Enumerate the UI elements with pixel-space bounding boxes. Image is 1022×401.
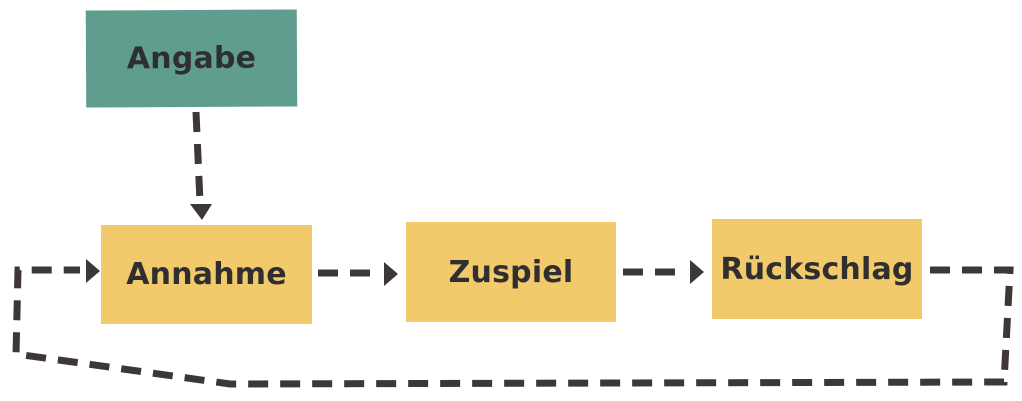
node-angabe: Angabe [85, 9, 298, 108]
arrowhead-annahme-top [190, 204, 212, 220]
node-label-annahme: Annahme [126, 257, 287, 292]
node-zuspiel: Zuspiel [406, 222, 616, 322]
node-annahme: Annahme [101, 225, 312, 324]
node-label-zuspiel: Zuspiel [448, 254, 574, 290]
arrowhead-annahme-left [86, 259, 100, 283]
node-label-angabe: Angabe [126, 40, 257, 77]
connector-loop-back [12, 266, 1014, 388]
node-rueckschlag: Rückschlag [712, 219, 922, 319]
arrowhead-zuspiel [384, 262, 398, 286]
arrowhead-rueckschlag [690, 260, 704, 284]
node-label-rueckschlag: Rückschlag [720, 251, 914, 287]
connector-angabe-annahme [192, 111, 204, 203]
